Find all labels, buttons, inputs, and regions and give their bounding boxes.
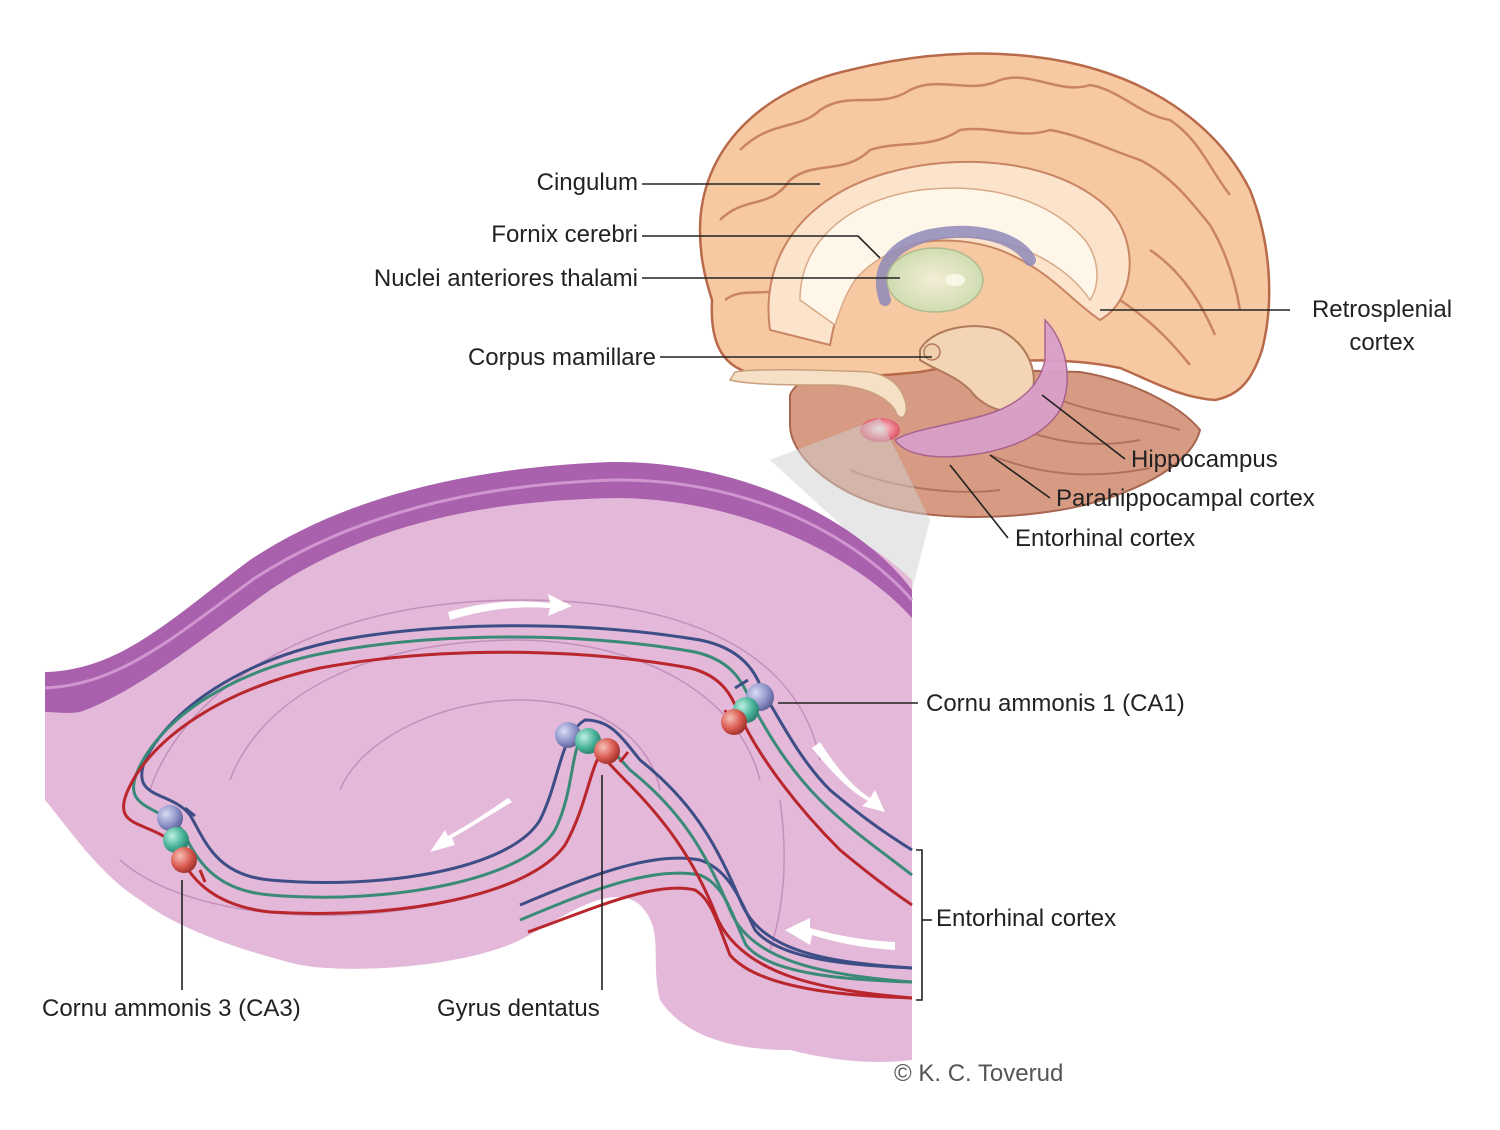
label-ca1: Cornu ammonis 1 (CA1)	[926, 690, 1185, 717]
fornix	[876, 225, 1036, 306]
label-ca3: Cornu ammonis 3 (CA3)	[42, 995, 301, 1022]
label-nuclei-anteriores-thalami: Nuclei anteriores thalami	[373, 265, 638, 292]
neurons-ca1	[721, 683, 774, 735]
label-gyrus-dentatus: Gyrus dentatus	[437, 995, 600, 1022]
zoom-funnel	[770, 418, 930, 590]
pathway-blue	[140, 624, 913, 970]
label-parahippocampal-cortex: Parahippocampal cortex	[1056, 485, 1315, 512]
label-fornix-cerebri: Fornix cerebri	[491, 221, 638, 248]
label-retrosplenial-line2: cortex	[1349, 329, 1415, 356]
label-entorhinal-cortex-section: Entorhinal cortex	[936, 905, 1117, 932]
label-cingulum: Cingulum	[536, 169, 638, 196]
label-entorhinal-cortex-brain: Entorhinal cortex	[1015, 525, 1196, 552]
trisynaptic-pathways	[122, 624, 913, 1000]
leader-lines	[181, 183, 1290, 1001]
thalamus	[886, 247, 984, 313]
label-retrosplenial-line1: Retrosplenial	[1311, 296, 1453, 323]
corpus-callosum	[799, 187, 1098, 327]
hippocampus-rim	[45, 461, 912, 713]
hippocampus-body	[45, 477, 912, 1062]
pathway-red	[122, 650, 913, 1000]
neurons-dentate	[555, 722, 620, 764]
copyright-notice: © K. C. Toverud	[894, 1060, 1064, 1087]
flow-arrows	[430, 594, 895, 950]
hippocampus-region	[893, 318, 1068, 458]
neurons-ca3	[157, 805, 197, 873]
label-corpus-mamillare: Corpus mamillare	[467, 344, 656, 371]
hippocampus-section	[44, 461, 914, 1062]
label-hippocampus: Hippocampus	[1131, 446, 1278, 473]
